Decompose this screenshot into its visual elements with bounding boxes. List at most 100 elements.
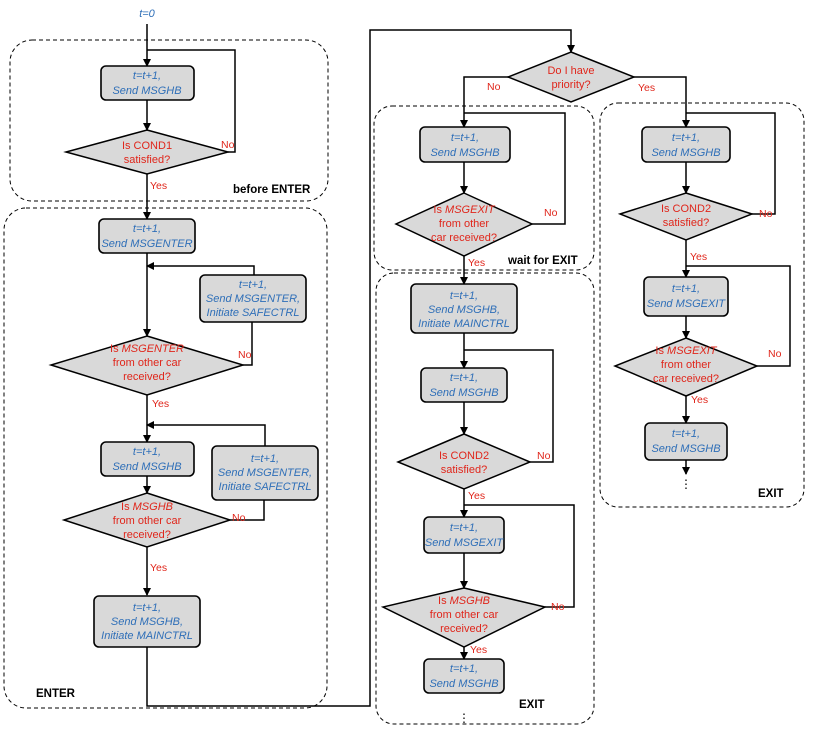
- svg-text:Send MSGHB: Send MSGHB: [430, 147, 499, 159]
- svg-text:from other: from other: [439, 218, 489, 230]
- label-no-msgexit-2: No: [768, 348, 782, 360]
- svg-text:t=t+1,: t=t+1,: [450, 663, 478, 675]
- label-yes-cond2-2: Yes: [690, 251, 707, 263]
- svg-text:t=t+1,: t=t+1,: [251, 453, 279, 465]
- connectors: [143, 24, 791, 707]
- process-send-msgenter-initiate-safectrl-2: t=t+1, Send MSGENTER, Initiate SAFECTRL: [211, 445, 319, 501]
- svg-text:Send MSGENTER,: Send MSGENTER,: [218, 467, 312, 479]
- svg-text:t=t+1,: t=t+1,: [451, 132, 479, 144]
- label-yes-msgexit-2: Yes: [691, 394, 708, 406]
- svg-text:from other car: from other car: [430, 609, 499, 621]
- svg-text:Send MSGHB,: Send MSGHB,: [111, 616, 183, 628]
- process-send-msghb-6: t=t+1, Send MSGHB: [641, 126, 731, 163]
- svg-text:car received?: car received?: [653, 373, 719, 385]
- label-yes-msgenter: Yes: [152, 398, 169, 410]
- label-no-msgexit-1: No: [544, 207, 558, 219]
- group-wait-for-exit: [373, 105, 595, 271]
- svg-text:Send MSGENTER,: Send MSGENTER,: [206, 293, 300, 305]
- decision-msgenter-received: Is MSGENTER from other car received?: [48, 335, 246, 396]
- svg-text:t=t+1,: t=t+1,: [133, 446, 161, 458]
- decision-msgexit-received-2: Is MSGEXIT from other car received?: [613, 337, 759, 397]
- svg-text:Send MSGHB,: Send MSGHB,: [428, 304, 500, 316]
- svg-text:t=t+1,: t=t+1,: [672, 428, 700, 440]
- svg-text:Send MSGHB: Send MSGHB: [112, 85, 181, 97]
- svg-text:Send MSGHB: Send MSGHB: [429, 678, 498, 690]
- label-yes-priority: Yes: [638, 82, 655, 94]
- label-no-cond2-1: No: [537, 450, 551, 462]
- label-no-cond1: No: [221, 139, 235, 151]
- decision-msgexit-received-1: Is MSGEXIT from other car received?: [394, 192, 534, 257]
- svg-text:Initiate SAFECTRL: Initiate SAFECTRL: [207, 307, 300, 319]
- label-no-msgenter: No: [238, 349, 252, 361]
- start-label: t=0: [139, 8, 155, 20]
- process-send-msghb-3: t=t+1, Send MSGHB: [419, 126, 511, 163]
- label-no-cond2-2: No: [759, 208, 773, 220]
- group-exit-right: [599, 102, 805, 508]
- group-title-wait-for-exit: wait for EXIT: [507, 255, 578, 267]
- svg-text:Send MSGHB: Send MSGHB: [651, 443, 720, 455]
- group-enter: [3, 207, 328, 709]
- svg-text:t=t+1,: t=t+1,: [672, 283, 700, 295]
- process-send-msghb-5: t=t+1, Send MSGHB: [423, 658, 505, 694]
- svg-text:Send MSGEXIT: Send MSGEXIT: [647, 298, 727, 310]
- svg-text:Initiate MAINCTRL: Initiate MAINCTRL: [101, 630, 193, 642]
- label-no-msghb-1: No: [232, 512, 246, 524]
- svg-text:Initiate SAFECTRL: Initiate SAFECTRL: [219, 481, 312, 493]
- edge-labels: No Yes No Yes No Yes No Yes No Yes No Ye…: [150, 81, 782, 656]
- process-send-msghb-initiate-mainctrl-1: t=t+1, Send MSGHB, Initiate MAINCTRL: [93, 595, 201, 648]
- group-before-enter: [9, 39, 329, 202]
- svg-text:Send MSGHB: Send MSGHB: [429, 387, 498, 399]
- label-no-priority: No: [487, 81, 501, 93]
- label-yes-msghb-1: Yes: [150, 562, 167, 574]
- group-title-enter: ENTER: [36, 688, 76, 700]
- svg-text:Send MSGEXIT: Send MSGEXIT: [425, 537, 505, 549]
- svg-text:t=t+1,: t=t+1,: [450, 522, 478, 534]
- process-send-msgexit-1: t=t+1, Send MSGEXIT: [423, 516, 505, 554]
- svg-text:Is COND2: Is COND2: [439, 450, 489, 462]
- svg-text:priority?: priority?: [551, 79, 590, 91]
- label-yes-cond1: Yes: [150, 180, 167, 192]
- group-title-exit-middle: EXIT: [519, 699, 545, 711]
- svg-text:received?: received?: [123, 371, 171, 383]
- svg-text:Is MSGHB: Is MSGHB: [438, 595, 490, 607]
- decision-cond2-2: Is COND2 satisfied?: [617, 192, 755, 241]
- svg-text:Is COND1: Is COND1: [122, 140, 172, 152]
- decision-cond2-1: Is COND2 satisfied?: [396, 433, 532, 490]
- svg-text:t=t+1,: t=t+1,: [133, 70, 161, 82]
- decision-cond1: Is COND1 satisfied?: [63, 129, 231, 175]
- process-send-msgenter-initiate-safectrl-1: t=t+1, Send MSGENTER, Initiate SAFECTRL: [199, 274, 307, 323]
- group-title-exit-right: EXIT: [758, 488, 784, 500]
- continuation-middle: ⋮: [458, 711, 470, 725]
- svg-text:Send MSGHB: Send MSGHB: [651, 147, 720, 159]
- process-send-msghb-4: t=t+1, Send MSGHB: [420, 367, 508, 403]
- group-exit-middle: [375, 272, 595, 725]
- svg-text:t=t+1,: t=t+1,: [450, 372, 478, 384]
- svg-text:t=t+1,: t=t+1,: [133, 223, 161, 235]
- decision-msghb-received-1: Is MSGHB from other car received?: [61, 492, 233, 548]
- svg-text:t=t+1,: t=t+1,: [239, 279, 267, 291]
- decision-msghb-received-2: Is MSGHB from other car received?: [380, 587, 548, 648]
- svg-text:received?: received?: [440, 623, 488, 635]
- process-send-msghb-initiate-mainctrl-2: t=t+1, Send MSGHB, Initiate MAINCTRL: [410, 283, 518, 334]
- process-send-msghb-1: t=t+1, Send MSGHB: [100, 65, 195, 101]
- svg-text:Is COND2: Is COND2: [661, 203, 711, 215]
- label-no-msghb-2: No: [551, 601, 565, 613]
- svg-text:t=t+1,: t=t+1,: [672, 132, 700, 144]
- svg-text:from other car: from other car: [113, 357, 182, 369]
- svg-text:Is MSGEXIT: Is MSGEXIT: [655, 345, 717, 357]
- svg-text:from other car: from other car: [113, 515, 182, 527]
- svg-text:satisfied?: satisfied?: [441, 464, 487, 476]
- svg-text:Do I have: Do I have: [547, 65, 594, 77]
- svg-text:Send MSGHB: Send MSGHB: [112, 461, 181, 473]
- svg-text:from other: from other: [661, 359, 711, 371]
- svg-text:satisfied?: satisfied?: [663, 217, 709, 229]
- label-yes-msghb-2: Yes: [470, 644, 487, 656]
- process-send-msghb-7: t=t+1, Send MSGHB: [644, 422, 728, 461]
- decision-priority: Do I have priority?: [505, 51, 637, 103]
- process-send-msghb-2: t=t+1, Send MSGHB: [100, 441, 195, 477]
- svg-text:received?: received?: [123, 529, 171, 541]
- svg-text:Initiate MAINCTRL: Initiate MAINCTRL: [418, 318, 510, 330]
- label-yes-msgexit-1: Yes: [468, 257, 485, 269]
- svg-text:t=t+1,: t=t+1,: [450, 290, 478, 302]
